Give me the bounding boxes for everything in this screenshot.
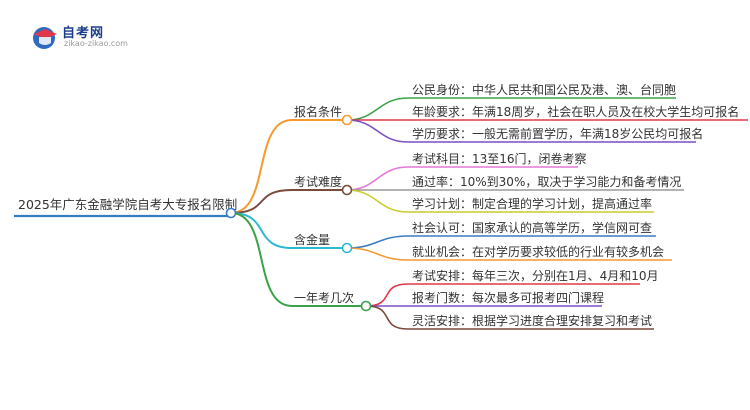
leaf-label[interactable]: 公民身份：中华人民共和国公民及港、澳、台同胞 — [412, 82, 676, 97]
leaf-connector — [346, 235, 409, 249]
leaf-label[interactable]: 考试安排：每年三次，分别在1月、4月和10月 — [412, 268, 659, 283]
leaf-connector — [365, 283, 409, 307]
root-topic[interactable]: 2025年广东金融学院自考大专报名限制 — [18, 197, 237, 212]
leaf-connector — [346, 119, 409, 143]
branch-node-dot[interactable] — [341, 114, 353, 126]
branch-node-dot[interactable] — [341, 242, 353, 254]
leaf-label[interactable]: 就业机会：在对学历要求较低的行业有较多机会 — [412, 244, 664, 259]
leaf-connector — [346, 247, 409, 261]
graduation-cap-logo-icon — [33, 27, 57, 49]
leaf-connector — [346, 97, 409, 121]
leaf-connector — [346, 189, 409, 213]
leaf-label[interactable]: 灵活安排：根据学习进度合理安排复习和考试 — [412, 313, 652, 328]
branch-connector — [230, 212, 293, 249]
leaf-label[interactable]: 考试科目：13至16门，闭卷考察 — [412, 151, 587, 166]
leaf-connector — [365, 305, 409, 330]
logo-title: 自考网 — [62, 26, 105, 41]
branch-connector — [230, 212, 293, 307]
root-node-dot[interactable] — [225, 207, 237, 219]
leaf-label[interactable]: 报考门数：每次最多可报考四门课程 — [412, 290, 604, 305]
site-logo[interactable]: 自考网 zikao-zikao.com — [30, 22, 140, 52]
branch-label[interactable]: 一年考几次 — [294, 291, 354, 305]
leaf-label[interactable]: 学习计划：制定合理的学习计划，提高通过率 — [412, 196, 652, 211]
leaf-label[interactable]: 社会认可：国家承认的高等学历，学信网可查 — [412, 220, 652, 235]
branch-node-dot[interactable] — [341, 184, 353, 196]
branch-label[interactable]: 报名条件 — [294, 104, 342, 119]
branch-label[interactable]: 考试难度 — [294, 174, 342, 189]
branch-connector — [230, 189, 293, 214]
branch-label[interactable]: 含金量 — [294, 232, 330, 247]
leaf-label[interactable]: 年龄要求：年满18周岁，社会在职人员及在校大学生均可报名 — [412, 104, 739, 119]
logo-url: zikao-zikao.com — [64, 39, 128, 48]
branch-node-dot[interactable] — [360, 300, 372, 312]
branch-connector — [230, 119, 293, 214]
leaf-connector — [346, 166, 409, 191]
leaf-label[interactable]: 学历要求：一般无需前置学历，年满18岁公民均可报名 — [412, 126, 703, 141]
leaf-label[interactable]: 通过率：10%到30%，取决于学习能力和备考情况 — [412, 174, 681, 189]
